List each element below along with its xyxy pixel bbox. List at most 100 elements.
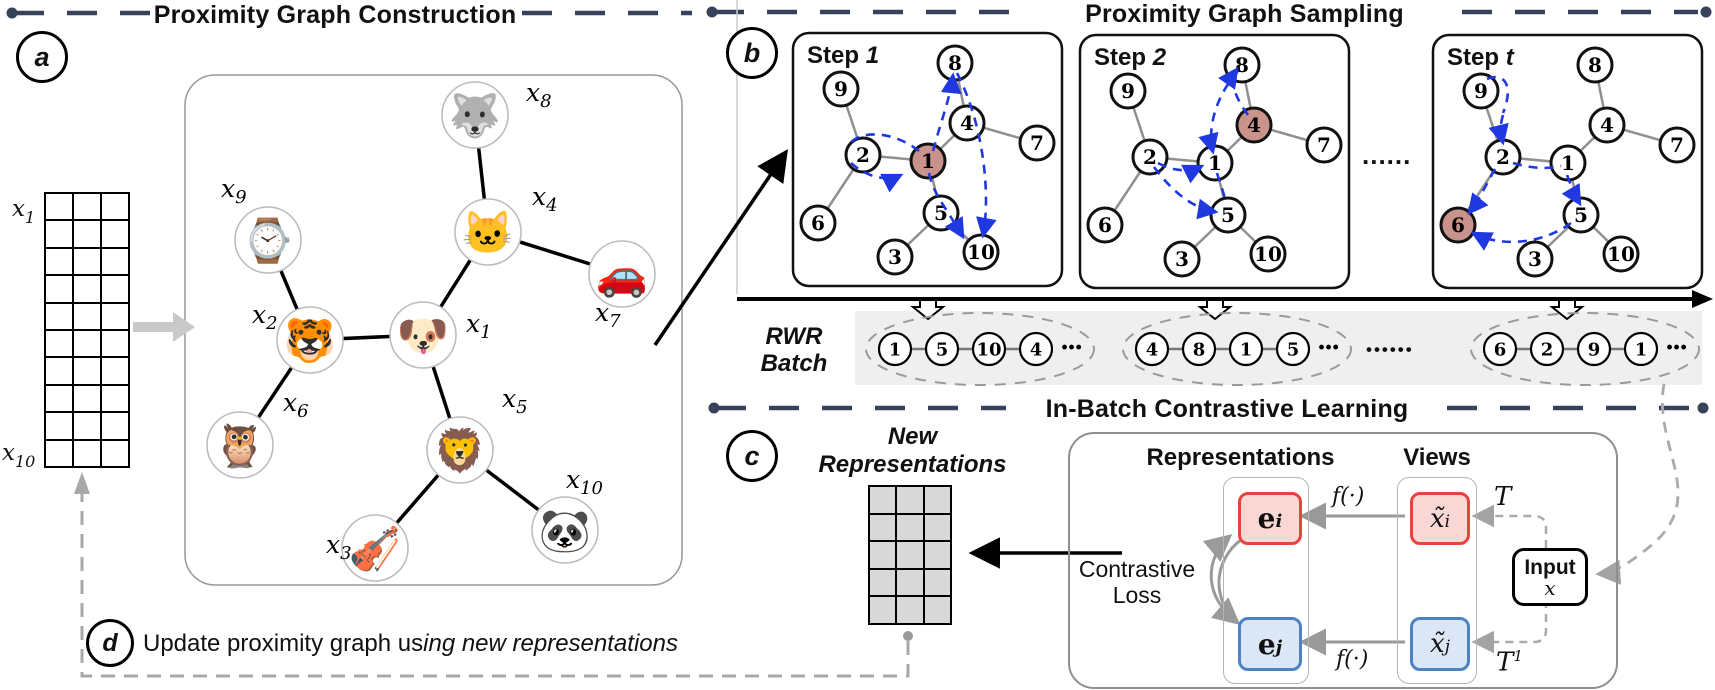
graph-node-x10: 🐼x10 <box>531 465 603 564</box>
node-circle <box>1658 126 1696 164</box>
encoder-label-top: f(·) <box>1332 484 1365 509</box>
batch-ellipse <box>865 312 1095 386</box>
node-number: 9 <box>834 77 848 101</box>
node-circle <box>876 238 914 276</box>
step1-node-4: 4 <box>948 104 986 142</box>
owl-icon: 🦉 <box>214 422 266 470</box>
between-batches-dots: •••••• <box>1366 340 1414 359</box>
node-circle <box>1576 46 1614 84</box>
batch-node-circle <box>1181 331 1217 367</box>
batch-node-number: 5 <box>936 340 949 361</box>
matrix-cell <box>45 220 73 248</box>
representations-column <box>1223 477 1309 684</box>
random-walk-path <box>850 162 904 193</box>
matrix-cell <box>101 329 129 358</box>
matrix-cell <box>101 439 129 467</box>
step-label-1: Step 1 <box>807 42 880 69</box>
dog-face-icon: 🐶 <box>397 312 449 359</box>
matrix-cell <box>45 275 73 303</box>
matrix-cell <box>896 596 924 624</box>
node-number: 10 <box>967 240 995 264</box>
node-number: 4 <box>960 111 974 135</box>
graph-node-x5: 🦁x5 <box>426 384 528 484</box>
section-title-construction: Proximity Graph Construction <box>153 1 517 29</box>
matrix-cell <box>101 193 129 221</box>
step1-node-3: 3 <box>876 238 914 276</box>
random-walk-path <box>1561 174 1582 207</box>
graph-node-circle <box>588 240 656 308</box>
stept-node-5: 5 <box>1562 196 1600 234</box>
update-feedback-path <box>74 472 913 678</box>
random-walk-path <box>927 172 965 240</box>
matrix-cell <box>45 439 73 467</box>
batch-node-number: 1 <box>1240 340 1253 361</box>
section-rule-a <box>6 7 692 19</box>
batch-ellipsis: ··· <box>1060 333 1081 363</box>
contrastive-loss-label: Contrastive Loss <box>1078 556 1196 608</box>
graph-node-x7: 🚗x7 <box>588 240 656 332</box>
matrix-cell <box>73 412 101 440</box>
step-output-arrow <box>910 299 946 321</box>
matrix-cell <box>923 596 951 624</box>
badge-c: c <box>726 430 778 482</box>
matrix-cell <box>896 541 924 569</box>
batch-ellipsis: ··· <box>1665 333 1686 363</box>
matrix-cell <box>73 302 101 330</box>
matrix-cell <box>101 412 129 440</box>
step2-node-3: 3 <box>1163 240 1201 278</box>
highlighted-node-circle <box>909 142 947 180</box>
step1-node-2: 2 <box>844 136 882 174</box>
matrix-cell <box>45 247 73 276</box>
node-label-x3: x3 <box>326 530 352 564</box>
matrix-cell <box>869 596 897 624</box>
stept-node-6: 6 <box>1439 206 1477 244</box>
graph-node-x8: 🐺x8 <box>441 78 552 149</box>
step1-node-10: 10 <box>962 233 1000 271</box>
random-walk-path <box>1486 75 1510 114</box>
step-label-t: Step t <box>1447 44 1514 71</box>
tiger-face-icon: 🐯 <box>284 315 336 365</box>
random-walk-path <box>1157 161 1205 184</box>
graph-node-circle <box>206 411 274 479</box>
batch-node-circle <box>877 331 913 367</box>
step2-node-8: 8 <box>1223 46 1261 84</box>
random-walk-path <box>1488 114 1509 146</box>
batch-ellipse <box>1122 312 1352 386</box>
step2-node-5: 5 <box>1209 196 1247 234</box>
augmentation-t1-label: T1 <box>1496 647 1523 678</box>
node-circle <box>1086 206 1124 244</box>
batch-node-number: 4 <box>1146 340 1159 361</box>
random-walk-path <box>1512 161 1562 170</box>
views-header: Views <box>1403 444 1471 471</box>
node-number: 1 <box>1208 151 1222 175</box>
between-steps-dots: ...... <box>1362 140 1412 170</box>
section-rule-c <box>708 402 1709 414</box>
update-graph-caption: Update proximity graph using new represe… <box>143 630 678 657</box>
matrix-cell <box>101 302 129 330</box>
matrix-cell <box>101 220 129 248</box>
section-rule-b <box>706 6 1712 18</box>
matrix-cell <box>73 193 101 221</box>
batch-node-circle <box>971 331 1007 367</box>
node-number: 8 <box>948 51 962 75</box>
batch-node-circle <box>1275 331 1311 367</box>
graph-node-circle <box>531 496 599 564</box>
node-number: 9 <box>1121 79 1135 103</box>
node-label-x10: x10 <box>566 465 603 499</box>
random-walk-path <box>1467 168 1497 216</box>
node-number: 4 <box>1600 113 1614 137</box>
node-number: 3 <box>1175 247 1189 271</box>
matrix-cell <box>923 486 951 514</box>
section-title-sampling: Proximity Graph Sampling <box>1085 0 1404 28</box>
node-circle <box>1588 106 1626 144</box>
node-circle <box>844 136 882 174</box>
step2-node-9: 9 <box>1109 72 1147 110</box>
node-circle <box>1602 235 1640 273</box>
highlighted-node-circle <box>1439 206 1477 244</box>
